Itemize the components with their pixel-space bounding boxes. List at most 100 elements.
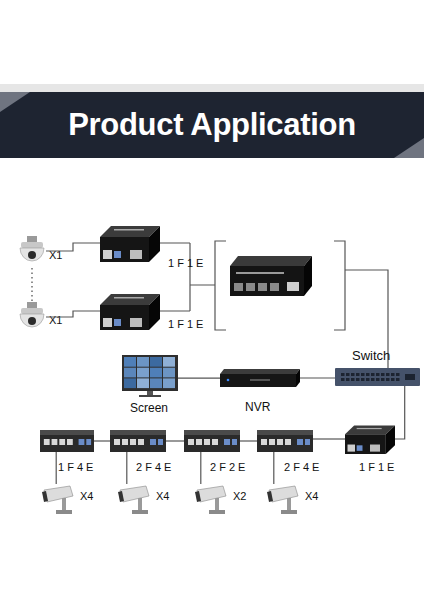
device-marking xyxy=(236,272,284,274)
rj45-port xyxy=(346,378,350,381)
device-node: X4 xyxy=(118,484,152,514)
device-front xyxy=(345,434,386,454)
cable-connector xyxy=(300,377,335,378)
rj45-port xyxy=(138,439,144,445)
cable-connector xyxy=(313,438,345,439)
device-icon xyxy=(267,484,301,514)
camera-lens xyxy=(28,317,36,325)
camera-body xyxy=(44,486,73,502)
rj45-port xyxy=(376,378,380,381)
device-side xyxy=(386,426,395,454)
camera-dome xyxy=(20,248,44,261)
camera-dome xyxy=(20,314,44,327)
device-node: 1 F 1 E xyxy=(100,292,160,330)
device-label: Screen xyxy=(130,402,168,415)
camera-lens xyxy=(267,491,273,502)
banner-corner xyxy=(394,138,424,158)
camera-bracket xyxy=(138,498,142,512)
bracket xyxy=(215,241,345,330)
device-icon xyxy=(335,368,420,386)
rj45-port xyxy=(361,373,365,376)
status-led xyxy=(227,379,230,382)
rj45-port xyxy=(396,373,400,376)
device-top xyxy=(40,430,94,435)
cable-connector xyxy=(166,440,184,441)
fiber-port xyxy=(158,439,163,445)
rj45-port xyxy=(391,373,395,376)
camera-collar xyxy=(21,308,43,314)
device-icon xyxy=(18,302,46,332)
device-node: NVR xyxy=(220,369,300,387)
fiber-port xyxy=(357,445,363,451)
camera-body xyxy=(120,486,149,502)
device-front xyxy=(220,374,296,387)
device-body xyxy=(110,430,166,452)
device-marking xyxy=(114,297,144,299)
device-front xyxy=(100,305,149,330)
camera-bracket xyxy=(215,498,219,512)
screen-tile xyxy=(137,368,149,378)
rj45-port xyxy=(67,439,73,445)
fiber-port xyxy=(114,319,121,326)
fiber-port xyxy=(103,318,112,327)
rj45-port xyxy=(59,439,65,445)
device-node: Switch xyxy=(335,368,420,386)
screen-tile xyxy=(137,378,149,388)
screen-stand xyxy=(147,391,153,395)
rj45-port xyxy=(277,439,283,445)
rj45-port xyxy=(114,439,120,445)
camera-mount xyxy=(27,302,37,308)
device-icon xyxy=(18,236,46,266)
screen-frame xyxy=(122,355,178,391)
cable-connector xyxy=(273,452,274,484)
rj45-port xyxy=(361,378,365,381)
device-label: 2 F 4 E xyxy=(136,461,171,474)
rj45-port xyxy=(396,378,400,381)
cable-connector xyxy=(200,452,201,484)
rj45-port xyxy=(122,439,128,445)
device-node: X2 xyxy=(195,484,229,514)
cable-connector xyxy=(178,378,220,379)
dotted-line xyxy=(31,268,32,301)
screen-stand xyxy=(139,395,161,397)
device-icon xyxy=(257,430,313,452)
camera-collar xyxy=(21,242,43,248)
rj45-port xyxy=(287,282,299,291)
device-icon xyxy=(42,484,76,514)
camera-mount xyxy=(27,236,37,242)
device-label: X1 xyxy=(49,314,62,327)
device-side xyxy=(296,369,300,387)
camera-bracket xyxy=(287,498,291,512)
camera-body xyxy=(197,486,226,502)
device-label: 2 F 2 E xyxy=(210,461,245,474)
device-icon xyxy=(195,484,229,514)
fiber-port xyxy=(79,439,85,445)
device-node: X4 xyxy=(42,484,76,514)
rj45-port xyxy=(356,373,360,376)
rj45-port xyxy=(351,373,355,376)
camera-bracket xyxy=(132,510,148,514)
device-body xyxy=(184,430,240,452)
rj45-port xyxy=(370,445,380,452)
device-node: 1 F 4 E xyxy=(40,430,94,452)
rj45-port xyxy=(381,378,385,381)
device-node: X4 xyxy=(267,484,301,514)
fiber-port xyxy=(114,251,121,258)
rj45-port xyxy=(204,439,210,445)
screen-tile xyxy=(124,357,136,367)
camera-bracket xyxy=(281,510,297,514)
device-icon xyxy=(122,355,178,397)
device-side xyxy=(149,294,160,330)
fiber-switch-device xyxy=(230,256,312,296)
banner-corner xyxy=(0,92,30,112)
device-icon xyxy=(100,292,160,330)
device-icon xyxy=(40,430,94,452)
device-node: 2 F 4 E xyxy=(110,430,166,452)
device-label: X4 xyxy=(80,490,93,503)
device-side xyxy=(304,256,312,296)
screen-tile xyxy=(163,357,175,367)
screen-tile xyxy=(124,368,136,378)
device-marking xyxy=(250,379,270,381)
rj45-port xyxy=(212,439,218,445)
